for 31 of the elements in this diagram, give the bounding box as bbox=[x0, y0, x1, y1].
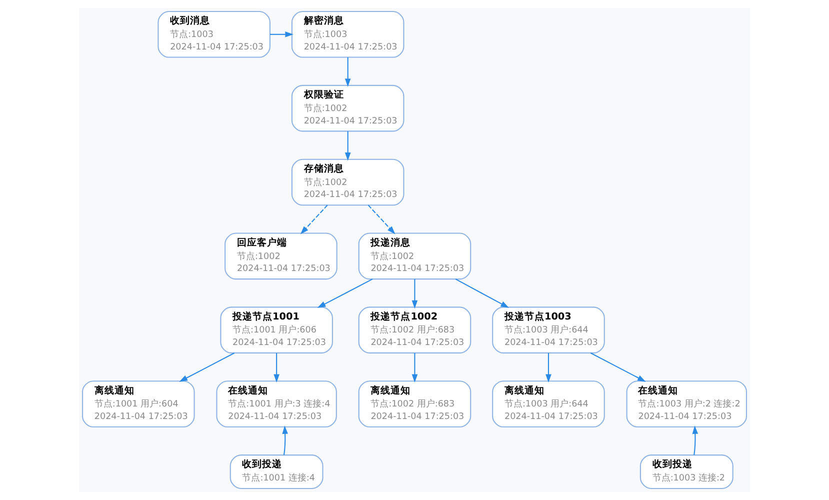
arrow bbox=[317, 278, 373, 308]
arrow bbox=[590, 352, 646, 382]
node-box: 投递节点1003 节点:1003 用户:644 2024-11-04 17:25:03 bbox=[492, 306, 605, 354]
node-box: 解密消息 节点:1003 2024-11-04 17:25:03 bbox=[291, 11, 404, 58]
arrow bbox=[274, 353, 280, 383]
arrow bbox=[455, 278, 510, 308]
node-box: 在线通知 节点:1003 用户:2 连接:2 2024-11-04 17:25:03 bbox=[626, 380, 747, 428]
node-box: 收到投递 节点:1001 连接:4 bbox=[230, 454, 324, 489]
node-box: 离线通知 节点:1002 用户:683 2024-11-04 17:25:03 bbox=[358, 380, 472, 428]
arrow bbox=[344, 57, 351, 87]
arrow bbox=[546, 353, 552, 383]
arrow bbox=[412, 279, 418, 309]
arrow bbox=[692, 426, 698, 456]
arrow bbox=[344, 131, 351, 161]
node-box: 回应客户端 节点:1002 2024-11-04 17:25:03 bbox=[224, 232, 338, 280]
node-box: 离线通知 节点:1001 用户:604 2024-11-04 17:25:03 bbox=[82, 380, 195, 428]
node-box: 收到投递 节点:1003 连接:2 bbox=[640, 454, 734, 489]
node-box: 投递节点1001 节点:1001 用户:606 2024-11-04 17:25:03 bbox=[220, 306, 333, 354]
arrow bbox=[300, 204, 328, 234]
node-box: 在线通知 节点:1001 用户:3 连接:4 2024-11-04 17:25:03 bbox=[216, 380, 337, 428]
node-box: 存储消息 节点:1002 2024-11-04 17:25:03 bbox=[291, 158, 404, 206]
arrow bbox=[412, 353, 418, 383]
node-box: 收到消息 节点:1003 2024-11-04 17:25:03 bbox=[158, 11, 270, 58]
arrow bbox=[179, 352, 235, 382]
arrow bbox=[282, 426, 288, 456]
node-box: 投递消息 节点:1002 2024-11-04 17:25:03 bbox=[358, 232, 472, 280]
arrow bbox=[368, 204, 396, 234]
arrow bbox=[270, 32, 294, 38]
node-box: 投递节点1002 节点:1002 用户:683 2024-11-04 17:25:03 bbox=[358, 306, 472, 354]
node-box: 离线通知 节点:1003 用户:644 2024-11-04 17:25:03 bbox=[492, 380, 605, 428]
node-box: 权限验证 节点:1002 2024-11-04 17:25:03 bbox=[291, 84, 404, 132]
